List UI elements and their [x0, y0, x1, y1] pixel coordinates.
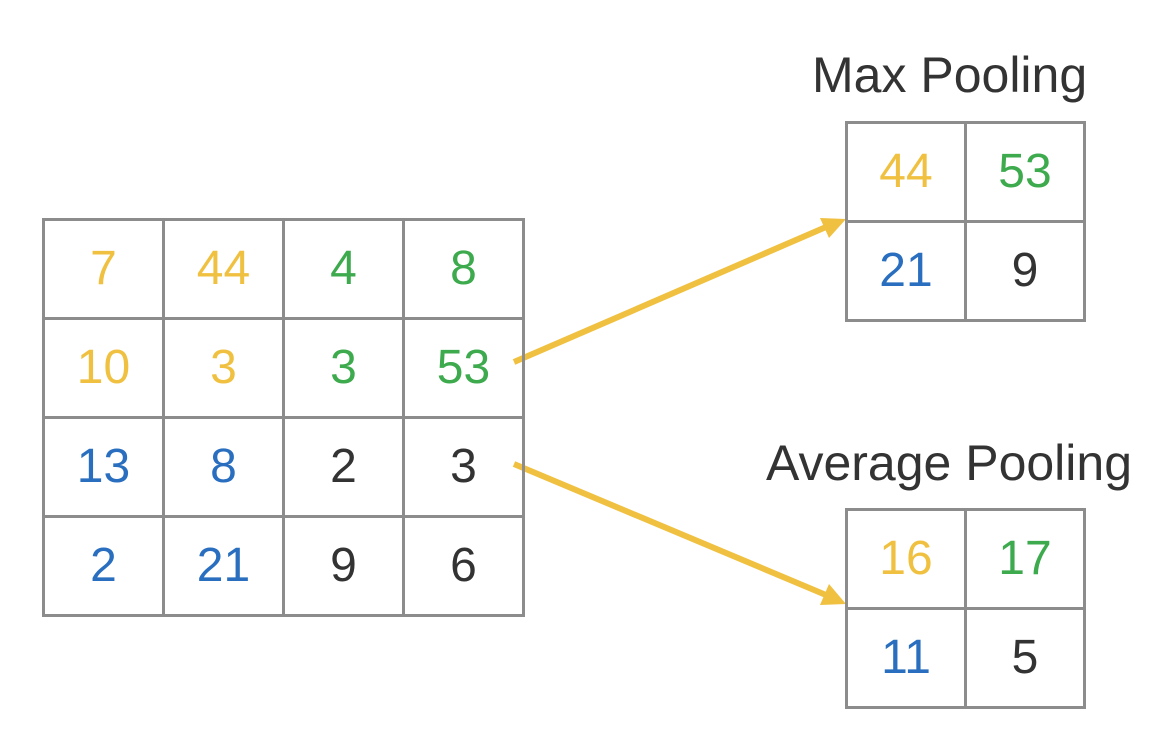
avg-cell: 16: [845, 508, 967, 610]
input-cell: 53: [402, 317, 525, 419]
input-cell: 4: [282, 218, 405, 320]
input-cell: 8: [162, 416, 285, 518]
max-row-2: 21 9: [845, 220, 1086, 322]
input-cell: 7: [42, 218, 165, 320]
arrow-to-max-pooling: [512, 218, 846, 365]
input-cell: 10: [42, 317, 165, 419]
max-pooling-title: Max Pooling: [812, 47, 1088, 103]
avg-row-1: 16 17: [845, 508, 1086, 610]
input-cell: 44: [162, 218, 285, 320]
input-cell: 8: [402, 218, 525, 320]
avg-cell: 11: [845, 607, 967, 709]
input-cell: 2: [282, 416, 405, 518]
input-row-3: 13 8 2 3: [42, 416, 525, 518]
max-cell: 53: [964, 121, 1086, 223]
input-cell: 13: [42, 416, 165, 518]
input-row-4: 2 21 9 6: [42, 515, 525, 617]
max-cell: 44: [845, 121, 967, 223]
input-cell: 3: [282, 317, 405, 419]
input-cell: 2: [42, 515, 165, 617]
input-cell: 6: [402, 515, 525, 617]
arrow-to-average-pooling: [512, 461, 846, 605]
input-cell: 9: [282, 515, 405, 617]
input-row-2: 10 3 3 53: [42, 317, 525, 419]
average-pooling-title: Average Pooling: [766, 435, 1133, 491]
avg-cell: 5: [964, 607, 1086, 709]
input-cell: 3: [162, 317, 285, 419]
avg-cell: 17: [964, 508, 1086, 610]
input-cell: 3: [402, 416, 525, 518]
avg-row-2: 11 5: [845, 607, 1086, 709]
average-pooling-matrix: 16 17 11 5: [845, 508, 1086, 709]
max-cell: 9: [964, 220, 1086, 322]
input-cell: 21: [162, 515, 285, 617]
max-pooling-matrix: 44 53 21 9: [845, 121, 1086, 322]
input-matrix: 7 44 4 8 10 3 3 53 13 8 2 3 2 21 9 6: [42, 218, 525, 617]
max-row-1: 44 53: [845, 121, 1086, 223]
max-cell: 21: [845, 220, 967, 322]
input-row-1: 7 44 4 8: [42, 218, 525, 320]
